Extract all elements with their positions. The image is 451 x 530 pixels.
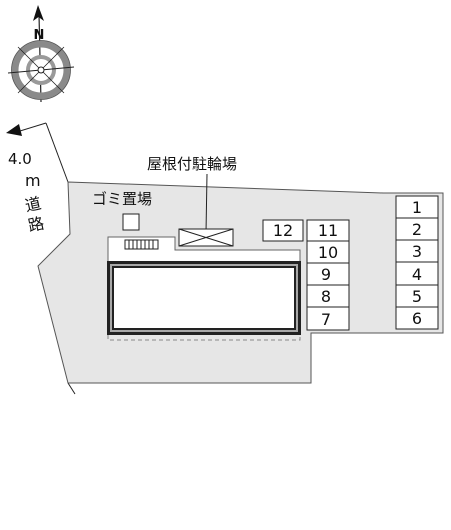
building-body: [114, 268, 294, 328]
bike-parking-leader-line: [205, 173, 208, 234]
parking-spot-number: 8: [321, 287, 331, 306]
road-width-unit: m: [25, 171, 41, 190]
parking-spot-12: [262, 219, 304, 242]
road: 4.0 m 道 路: [6, 122, 76, 395]
parking-spot-number: 12: [273, 221, 293, 240]
road-label-char-2: 路: [26, 214, 46, 236]
bike-parking-label: 屋根付駐輪場: [147, 155, 237, 173]
parking-spot-number: 4: [412, 265, 422, 284]
building: [107, 236, 301, 341]
parking-spot-6: [395, 306, 439, 330]
parking-spot-7: [306, 306, 350, 331]
road-edge-line: [45, 122, 69, 183]
parking-spot-number: 11: [318, 221, 338, 240]
compass: N: [7, 5, 75, 103]
road-width-marker-icon: [6, 124, 22, 136]
bike-parking-box: [178, 228, 234, 247]
road-width-line: [19, 122, 47, 132]
parking-spots: [262, 195, 439, 331]
road-width-value: 4.0: [8, 150, 32, 168]
parking-spot-number: 1: [412, 198, 422, 217]
north-arrow-icon: [33, 5, 44, 21]
mailbox-icon: [124, 239, 159, 250]
parking-spot-number: 7: [321, 310, 331, 329]
compass-outer-ring: [11, 40, 71, 100]
parking-spot-number: 6: [412, 309, 422, 328]
parking-spot-number: 9: [321, 265, 331, 284]
compass-outer-ring-edge: [11, 40, 71, 100]
building-dashed-outline: [107, 335, 301, 341]
parking-spot-number: 5: [412, 287, 422, 306]
parking-spot-number: 3: [412, 242, 422, 261]
compass-north-label: N: [34, 28, 45, 43]
parking-spot-numbers: 1 2 3 4 5 6 7 8 9 10 11 12: [273, 198, 422, 329]
parking-spot-number: 2: [412, 220, 422, 239]
parking-spot-number: 10: [318, 243, 338, 262]
road-label-char-1: 道: [23, 194, 43, 216]
garbage-area-label: ゴミ置場: [92, 190, 152, 208]
garbage-area-box: [122, 213, 140, 231]
road-edge-line-lower: [67, 382, 76, 395]
compass-center-dot: [37, 66, 45, 74]
